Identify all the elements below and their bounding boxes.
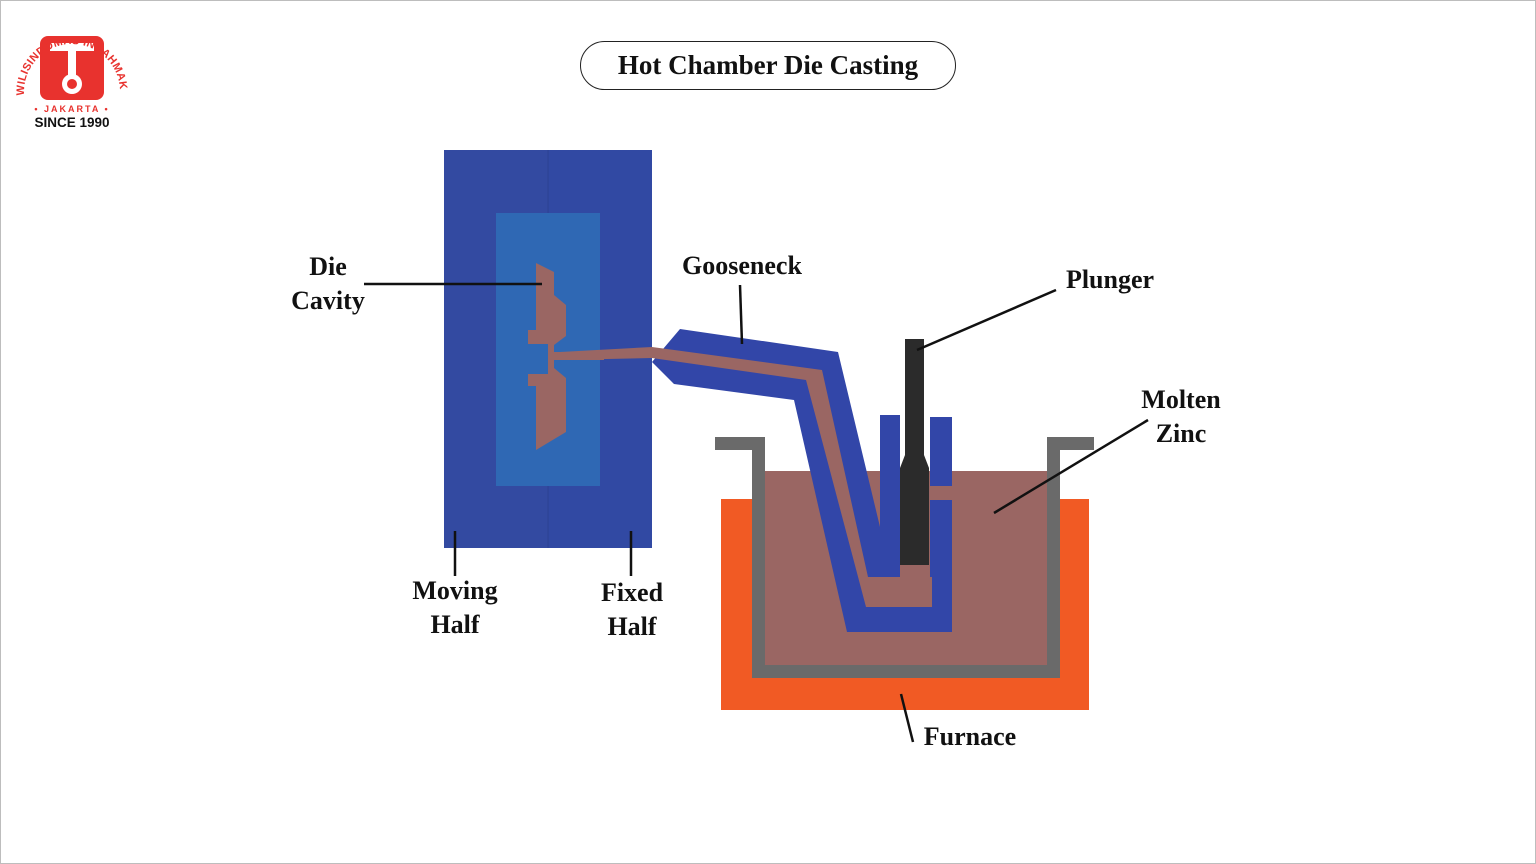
die-cavity-label: Die Cavity bbox=[291, 252, 365, 315]
gooseneck-label: Gooseneck bbox=[682, 251, 802, 280]
gooseneck-cylinder-top bbox=[930, 417, 952, 486]
gooseneck-body bbox=[652, 329, 952, 632]
logo-city-text: • JAKARTA • bbox=[34, 104, 109, 114]
company-logo: PT. WILISINDOMAS INDAHMAKMUR • JAKARTA • bbox=[14, 12, 129, 114]
molten-zinc-leader bbox=[993, 418, 1149, 515]
plunger-leader bbox=[916, 288, 1057, 352]
furnace-leader bbox=[899, 693, 915, 743]
molten-zinc-label: Molten Zinc bbox=[1141, 385, 1221, 448]
plunger bbox=[900, 339, 929, 565]
plunger-label: Plunger bbox=[1065, 265, 1155, 294]
diagram-title: Hot Chamber Die Casting bbox=[580, 41, 956, 90]
moving-half-label: Moving Half bbox=[412, 576, 498, 639]
furnace-label: Furnace bbox=[923, 722, 1017, 751]
pot-wall bbox=[715, 437, 1094, 678]
gooseneck-channel bbox=[560, 347, 952, 607]
gooseneck-leader bbox=[738, 284, 744, 345]
since-text: SINCE 1990 bbox=[34, 115, 110, 130]
fixed-half-label: Fixed Half bbox=[600, 578, 664, 641]
diagram-title-text: Hot Chamber Die Casting bbox=[617, 50, 919, 80]
